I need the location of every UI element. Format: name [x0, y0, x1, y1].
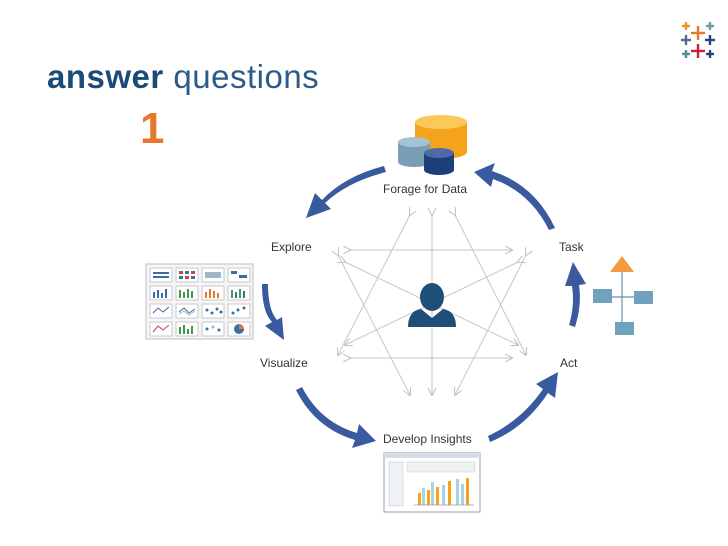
arrow-task-forage: [474, 163, 555, 230]
hierarchy-icon: [593, 256, 653, 335]
arrow-develop-act: [488, 372, 558, 442]
label-task: Task: [559, 240, 584, 254]
step-number: 1: [140, 104, 165, 153]
person-icon: [408, 283, 456, 327]
arrow-act-task: [565, 262, 586, 327]
tableau-logo-icon: [681, 22, 715, 58]
chart-gallery-icon: [145, 263, 254, 340]
label-visualize: Visualize: [260, 356, 308, 370]
cycle-arrows: [262, 163, 586, 448]
title-light: questions: [173, 58, 320, 95]
dashboard-icon: [383, 452, 481, 513]
label-develop-insights: Develop Insights: [383, 432, 472, 446]
arrow-explore-visualize: [262, 284, 284, 340]
label-act: Act: [560, 356, 578, 370]
title-bold: answer: [47, 58, 164, 95]
arrow-visualize-develop: [296, 387, 376, 448]
label-forage-for-data: Forage for Data: [383, 182, 468, 196]
label-explore: Explore: [271, 240, 312, 254]
page-title: answer questions: [47, 58, 319, 96]
database-stack-icon: [398, 115, 467, 175]
arrow-forage-explore: [306, 166, 386, 218]
